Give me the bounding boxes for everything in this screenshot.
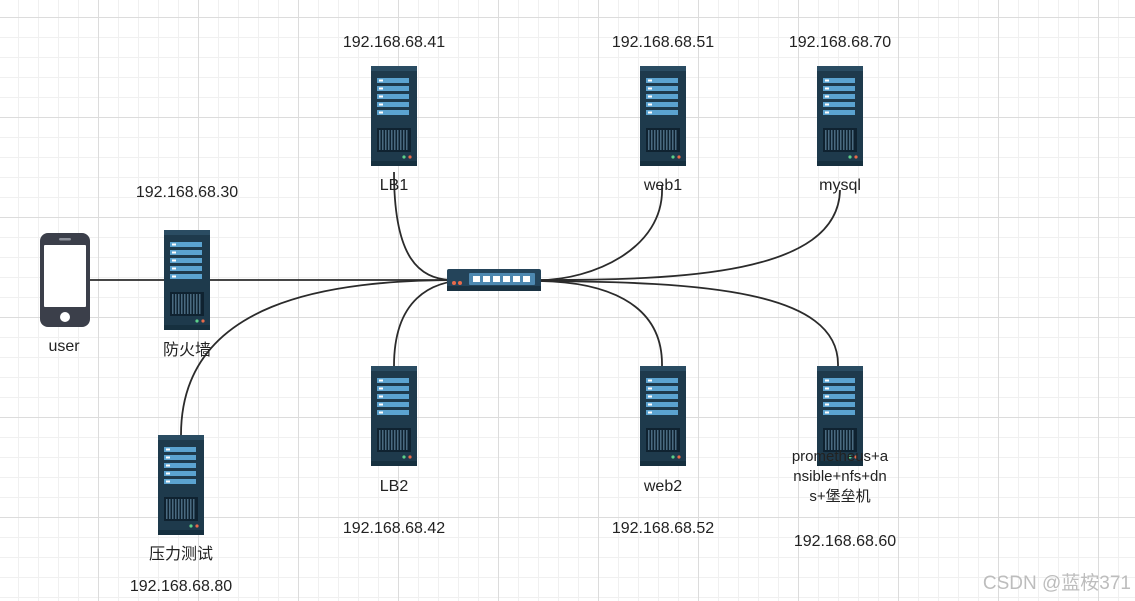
lb1-label: LB1 xyxy=(379,177,409,194)
web2-ip: 192.168.68.52 xyxy=(611,520,715,537)
stress-server-icon xyxy=(158,435,204,535)
firewall-server-icon xyxy=(164,230,210,330)
web2-label: web2 xyxy=(643,478,683,495)
link-web2-switch xyxy=(539,280,663,367)
lb2-ip: 192.168.68.42 xyxy=(342,520,446,537)
lb1-server-icon xyxy=(371,66,417,166)
lb2-server-icon xyxy=(371,366,417,466)
mysql-server-icon xyxy=(817,66,863,166)
watermark: CSDN @蓝桉371 xyxy=(982,573,1131,594)
mysql-ip: 192.168.68.70 xyxy=(788,34,892,51)
lb2-label: LB2 xyxy=(379,478,409,495)
web2-server-icon xyxy=(640,366,686,466)
link-web1-switch xyxy=(539,185,663,281)
link-lb1-switch xyxy=(393,171,451,281)
stress-label: 压力测试 xyxy=(148,546,214,563)
firewall-ip: 192.168.68.30 xyxy=(135,184,239,201)
link-stress-switch xyxy=(180,279,461,436)
web1-ip: 192.168.68.51 xyxy=(611,34,715,51)
mgmt-ip: 192.168.68.60 xyxy=(793,533,897,550)
lb1-ip: 192.168.68.41 xyxy=(342,34,446,51)
mgmt-label: prometheus+ansible+nfs+dns+堡垒机 xyxy=(791,448,889,505)
link-mgmt-switch xyxy=(539,280,839,367)
firewall-label: 防火墙 xyxy=(162,342,212,359)
switch-icon xyxy=(447,269,541,291)
link-lb2-switch xyxy=(393,279,471,367)
web1-label: web1 xyxy=(643,177,683,194)
stress-ip: 192.168.68.80 xyxy=(129,578,233,595)
link-mysql-switch xyxy=(539,189,841,281)
mysql-label: mysql xyxy=(819,177,861,194)
web1-server-icon xyxy=(640,66,686,166)
user-label: user xyxy=(48,338,80,355)
phone-icon xyxy=(40,233,90,327)
